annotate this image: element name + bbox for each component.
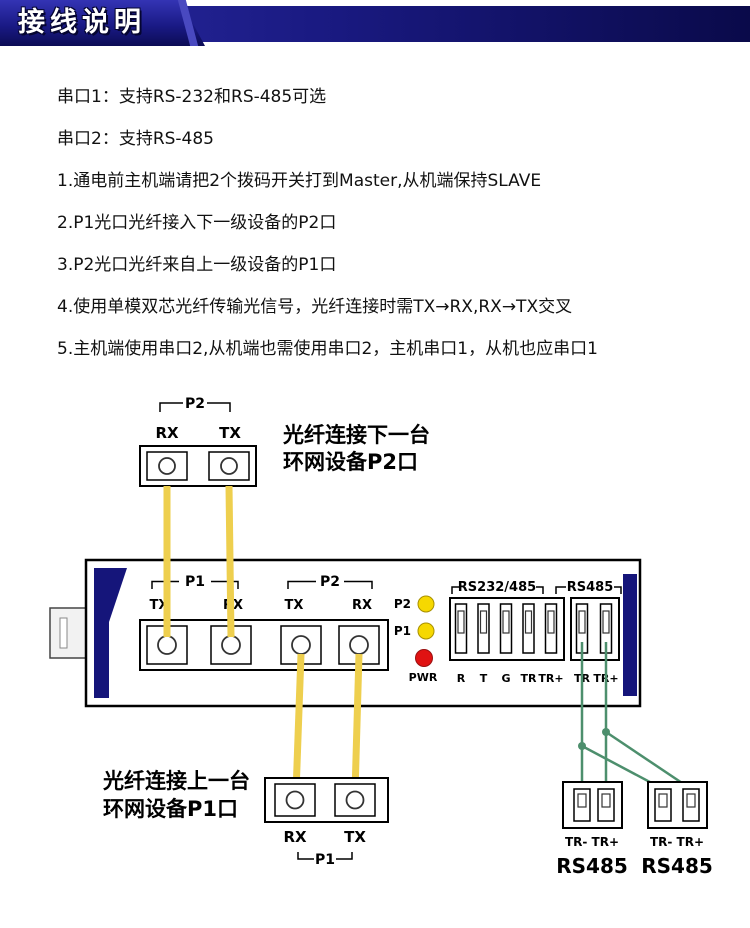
instruction-step2: 2.P1光口光纤接入下一级设备的P2口: [57, 213, 337, 233]
top-caption-line2: 环网设备P2口: [283, 450, 418, 474]
device-port-p2-tx-ferrule: [291, 635, 311, 655]
slot-g-inner: [502, 610, 510, 634]
rs485-plug-left-pins-label: TR- TR+: [565, 835, 619, 849]
terminal-label-r: R: [457, 672, 466, 685]
device-port-p1-rx-ferrule: [221, 635, 241, 655]
rs485-plug-right: TR- TR+ RS485: [641, 781, 713, 878]
rs485-bracket: [555, 586, 622, 594]
top-p2-label: P2: [185, 396, 205, 412]
slot-tr-inner: [524, 610, 533, 634]
p2-tx-label: TX: [285, 598, 304, 613]
led-pwr-label: PWR: [409, 671, 438, 684]
instruction-step3: 3.P2光口光纤来自上一级设备的P1口: [57, 255, 337, 275]
bottom-connector: 光纤连接上一台 环网设备P1口 RX TX P1: [102, 769, 389, 868]
rs232-485-bracket: [451, 586, 544, 594]
device-port-p2-rx-ferrule: [349, 635, 369, 655]
instruction-step5: 5.主机端使用串口2,从机端也需使用串口2，主机串口1，从机也应串口1: [57, 339, 598, 359]
banner-title-block: [0, 0, 205, 46]
bottom-caption-line1: 光纤连接上一台: [102, 769, 250, 793]
p2-group-bracket: [287, 580, 373, 589]
bottom-tx-label: TX: [344, 828, 366, 846]
rs232-485-label: RS232/485: [458, 580, 536, 595]
top-tx-label: TX: [219, 424, 241, 442]
rs485-group-label: RS485: [567, 580, 614, 595]
top-port-rx-ferrule: [158, 457, 176, 475]
title-banner: 接线说明: [0, 0, 750, 50]
slot-rs485-trplus-inner: [602, 610, 610, 634]
bottom-port-tx-ferrule: [345, 790, 365, 810]
bottom-port-rx-ferrule: [285, 790, 305, 810]
terminal-label-trplus: TR+: [538, 672, 563, 685]
top-p2-bracket: [159, 402, 231, 412]
device: P1 TX RX P2 TX RX P2 P1 PWR: [49, 558, 642, 708]
mounting-ear-slot: [59, 617, 68, 649]
led-p2-label: P2: [394, 597, 411, 611]
device-left-trim: [94, 568, 127, 698]
device-port-p1-tx-ferrule: [157, 635, 177, 655]
serial-terminal-slots: [454, 603, 558, 654]
mounting-ear: [49, 607, 87, 659]
rs485-plug-right-pin2-inner: [686, 793, 696, 808]
rs485-plug-left-pin2-inner: [601, 793, 611, 808]
fiber-cables: [163, 485, 363, 794]
rs485-plug-left-pin1-inner: [577, 793, 587, 808]
top-rx-label: RX: [155, 424, 179, 442]
top-port-tx-ferrule: [220, 457, 238, 475]
terminal-label-t: T: [480, 672, 488, 685]
instruction-serial2: 串口2：支持RS-485: [57, 129, 215, 149]
slot-t-inner: [479, 610, 488, 634]
instruction-serial1: 串口1：支持RS-232和RS-485可选: [57, 87, 327, 107]
instructions-block: 串口1：支持RS-232和RS-485可选 串口2：支持RS-485 1.通电前…: [57, 88, 707, 382]
top-caption-line1: 光纤连接下一台: [282, 423, 430, 447]
fiber-bottom-right: [351, 653, 363, 794]
page-title: 接线说明: [18, 7, 146, 38]
bottom-rx-label: RX: [283, 828, 307, 846]
terminal-label-g: G: [501, 672, 510, 685]
instruction-step4: 4.使用单模双芯光纤传输光信号，光纤连接时需TX→RX,RX→TX交叉: [57, 297, 573, 317]
terminal-label-tr: TR: [521, 672, 538, 685]
led-p1: [417, 622, 435, 640]
rs485-plug-right-pins-label: TR- TR+: [650, 835, 704, 849]
p2-rx-label: RX: [352, 598, 372, 613]
top-connector: P2 RX TX 光纤连接下一台 环网设备P2口: [139, 396, 430, 487]
slot-rs485-tr-inner: [578, 610, 586, 634]
led-pwr: [415, 649, 433, 667]
slot-trplus-inner: [547, 610, 555, 634]
fiber-top-right: [225, 485, 235, 638]
p1-group-label: P1: [185, 574, 205, 590]
bottom-p1-label: P1: [315, 852, 335, 868]
led-p1-label: P1: [394, 624, 411, 638]
wiring-diagram: P2 RX TX 光纤连接下一台 环网设备P2口 P1 TX RX P2: [0, 390, 750, 928]
p2-group-label: P2: [320, 574, 340, 590]
fiber-bottom-left: [292, 653, 305, 794]
device-right-trim: [623, 574, 637, 696]
slot-r-inner: [457, 610, 465, 634]
bottom-caption-line2: 环网设备P1口: [103, 797, 238, 821]
wiring-diagram-svg: P2 RX TX 光纤连接下一台 环网设备P2口 P1 TX RX P2: [49, 396, 713, 878]
rs485-plug-left-name: RS485: [556, 854, 628, 878]
rs485-plug-left: TR- TR+ RS485: [556, 781, 628, 878]
rs485-terminal-slots: [575, 603, 613, 654]
wire-junction-tr: [578, 742, 586, 750]
led-p2: [417, 595, 435, 613]
rs485-plug-right-pin1-inner: [658, 793, 668, 808]
wire-trplus-branch: [605, 730, 692, 791]
wire-junction-trplus: [602, 728, 610, 736]
bottom-p1-bracket: [297, 852, 353, 860]
rs485-plug-right-name: RS485: [641, 854, 713, 878]
instruction-step1: 1.通电前主机端请把2个拨码开关打到Master,从机端保持SLAVE: [57, 171, 542, 191]
